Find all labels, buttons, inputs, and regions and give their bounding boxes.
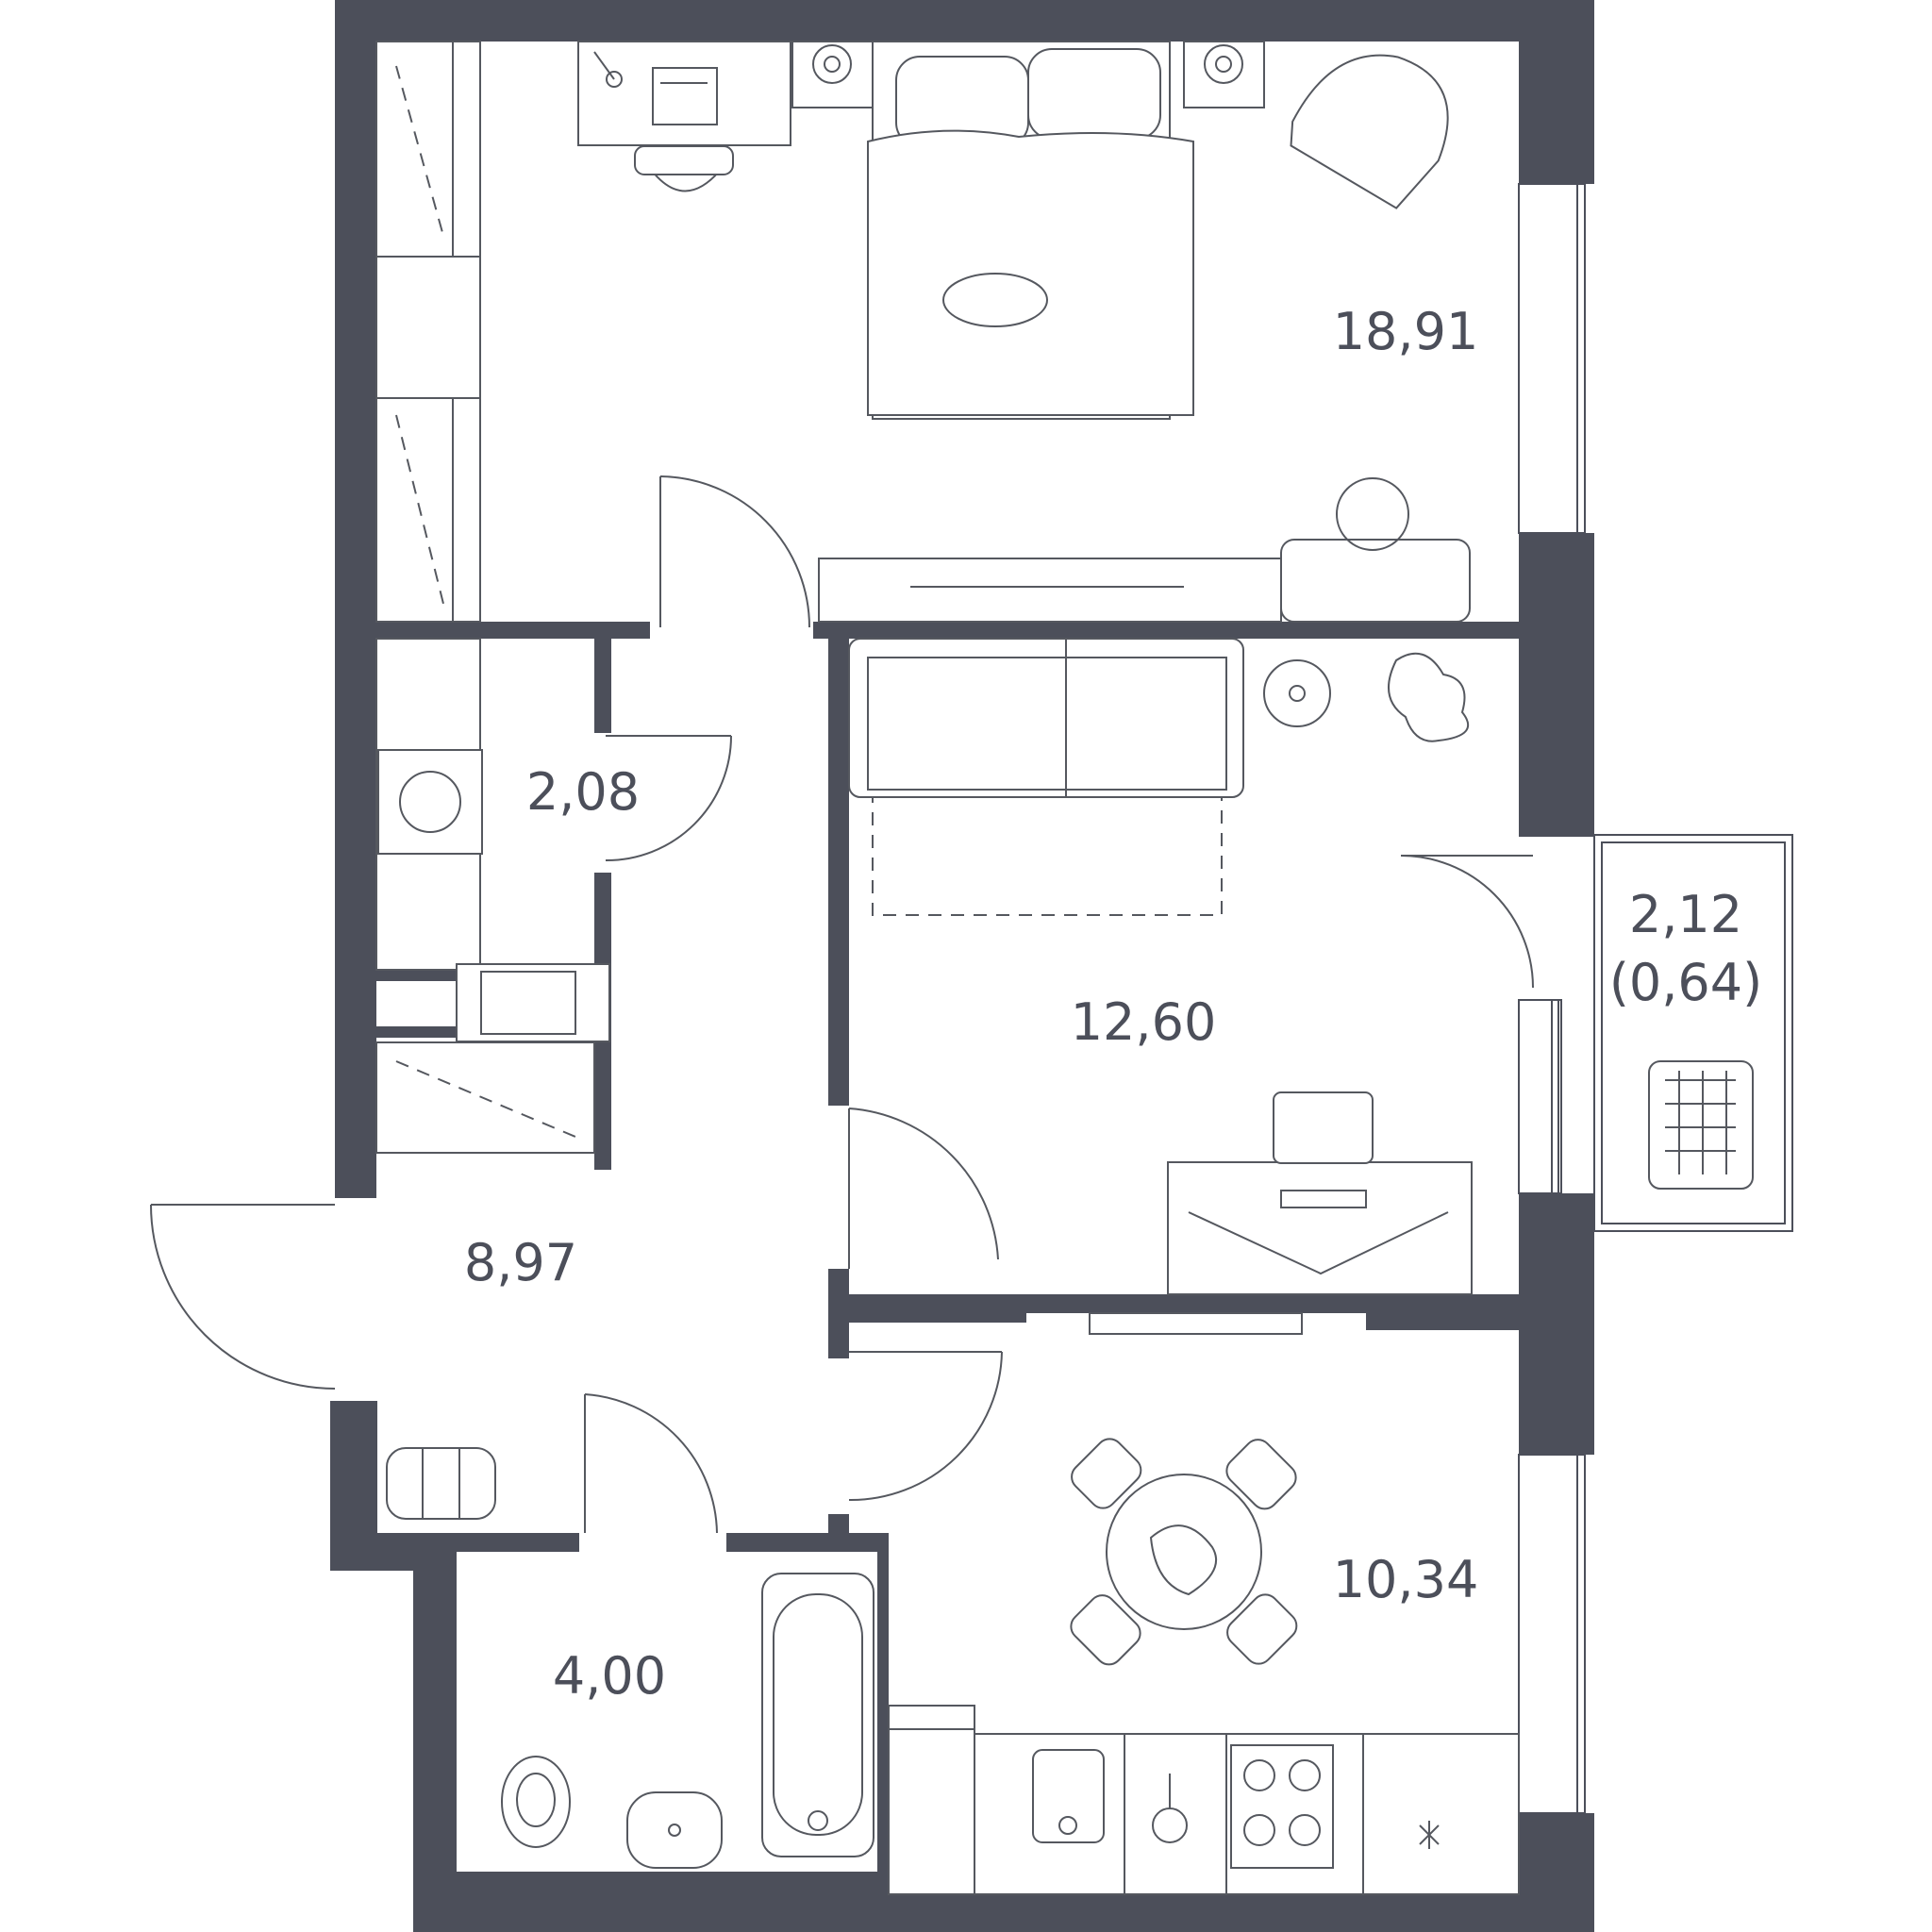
wall-left-upper — [335, 0, 376, 1198]
laundry-basket-icon — [1648, 1060, 1754, 1190]
window-living — [1518, 999, 1562, 1194]
door-bathroom — [584, 1393, 718, 1534]
wall-bath-top-right — [726, 1533, 889, 1552]
fridge-icon — [1419, 1821, 1440, 1849]
hallway-wardrobe — [375, 1041, 595, 1154]
area-label-balcony-reduced: (0,64) — [1609, 953, 1762, 1012]
balcony-outline — [1593, 834, 1793, 1232]
wall-top — [335, 0, 1594, 42]
radiator — [456, 963, 610, 1042]
armchair — [1290, 54, 1449, 209]
washing-machine — [377, 749, 483, 855]
cat-icon — [942, 273, 1048, 327]
washbasin-icon — [626, 1791, 723, 1869]
area-label-living-room: 12,60 — [1071, 992, 1217, 1052]
wall-right-mid1 — [1519, 533, 1594, 837]
wall-bottom — [413, 1894, 1594, 1932]
door-bedroom — [659, 475, 810, 628]
door-storage — [605, 735, 732, 862]
tv-stand-kitchen — [1089, 1312, 1303, 1335]
storage-furniture — [375, 638, 610, 1154]
dresser-bedroom — [1280, 477, 1471, 623]
hallway-bench — [386, 1447, 496, 1520]
wall-storage-shelf2 — [376, 1026, 457, 1038]
area-label-bathroom: 4,00 — [553, 1646, 666, 1706]
wall-living-kitchen-left — [828, 1294, 1026, 1323]
door-living — [848, 1108, 999, 1269]
wall-living-left — [828, 639, 849, 1106]
bathroom-furniture — [501, 1573, 874, 1869]
nightstand-right — [1183, 41, 1265, 108]
desk-chair — [634, 145, 734, 192]
area-label-bedroom: 18,91 — [1333, 302, 1479, 361]
wall-right-bottom — [1519, 1813, 1594, 1932]
side-table — [1263, 659, 1331, 727]
sink-icon — [1032, 1749, 1105, 1843]
bedroom-furniture — [375, 41, 1471, 623]
wall-storage-shelf1 — [376, 970, 457, 981]
bed — [867, 41, 1194, 420]
wall-bath-right — [877, 1533, 889, 1894]
wall-storage-right-top — [594, 639, 611, 733]
kitchen-shelf — [888, 1705, 975, 1895]
kitchen-furniture — [888, 1312, 1520, 1895]
washing-machine-drum-icon — [399, 771, 461, 833]
stove-icon — [1230, 1744, 1334, 1869]
door-balcony — [1400, 855, 1534, 989]
area-label-kitchen: 10,34 — [1333, 1550, 1479, 1609]
tv-stand-bedroom — [818, 558, 1282, 623]
flowers-icon — [1149, 1524, 1217, 1596]
wall-kitchen-entrance-stub — [828, 1514, 849, 1533]
doors — [150, 475, 1534, 1534]
window-bedroom — [1518, 183, 1586, 534]
work-desk — [1167, 1161, 1473, 1295]
toilet-icon — [501, 1756, 571, 1848]
dining-table — [1106, 1474, 1262, 1630]
dining-chairs — [1070, 1438, 1298, 1666]
door-kitchen — [848, 1351, 1003, 1502]
wall-right-top — [1519, 0, 1594, 184]
wall-right-mid2 — [1519, 1193, 1594, 1455]
wall-bottom-left — [413, 1533, 457, 1932]
wall-bedroom-bottom-right — [813, 622, 1530, 639]
faucet-icon — [1152, 1774, 1188, 1843]
wall-living-kitchen-mid — [1026, 1294, 1366, 1313]
wall-bath-top-left — [457, 1533, 579, 1552]
window-kitchen — [1518, 1454, 1586, 1814]
wall-living-kitchen-right — [1366, 1294, 1526, 1330]
wardrobe — [375, 41, 481, 623]
sofa — [848, 638, 1244, 916]
door-entrance — [150, 1204, 336, 1390]
windows — [1518, 183, 1586, 1814]
wall-bedroom-bottom-left — [376, 622, 650, 639]
nightstand-left — [791, 41, 874, 108]
plant-icon — [1388, 652, 1470, 742]
living-furniture — [848, 638, 1473, 1295]
area-labels: 18,91 2,08 12,60 2,12 (0,64) 8,97 4,00 1… — [464, 302, 1762, 1706]
area-label-storage: 2,08 — [526, 762, 640, 822]
laptop-icon — [652, 67, 718, 125]
area-label-balcony: 2,12 — [1629, 885, 1742, 944]
area-label-hallway: 8,97 — [464, 1233, 577, 1292]
bathtub — [761, 1573, 874, 1857]
office-chair — [1273, 1091, 1374, 1164]
